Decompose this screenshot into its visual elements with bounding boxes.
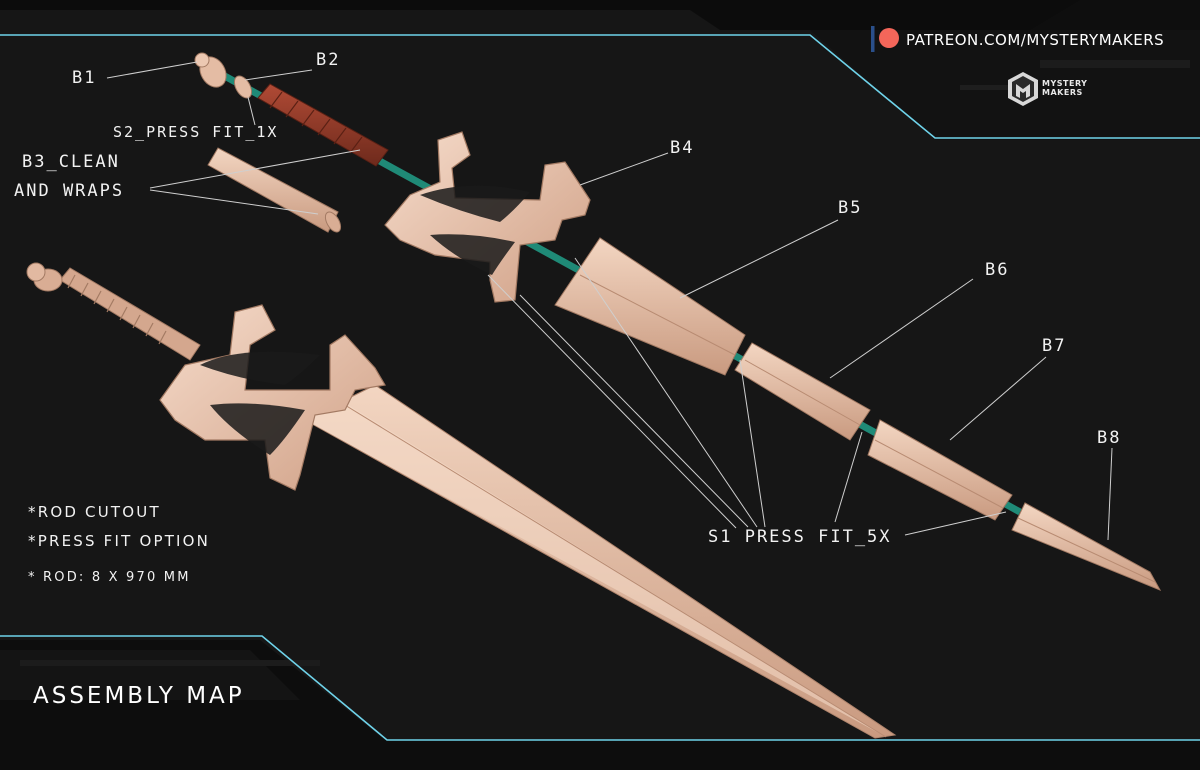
label-b2: B2 <box>316 52 340 69</box>
label-b7: B7 <box>1042 338 1066 355</box>
note-rod-cutout: *ROD CUTOUT <box>28 505 161 520</box>
note-rod-size: * ROD: 8 X 970 MM <box>28 571 191 584</box>
label-b8: B8 <box>1097 430 1121 447</box>
page-title: ASSEMBLY MAP <box>33 683 245 709</box>
label-b3-line2: AND WRAPS <box>14 183 124 200</box>
brand-name: MYSTERY MAKERS <box>1042 79 1087 97</box>
label-b4: B4 <box>670 140 694 157</box>
brand-line-2: MAKERS <box>1042 88 1087 97</box>
patreon-link[interactable]: PATREON.COM/MYSTERYMAKERS <box>906 31 1164 49</box>
label-s2: S2_PRESS FIT_1X <box>113 125 278 140</box>
label-b6: B6 <box>985 262 1009 279</box>
brand-line-1: MYSTERY <box>1042 79 1087 88</box>
note-press-fit: *PRESS FIT OPTION <box>28 534 210 549</box>
label-b1: B1 <box>72 70 96 87</box>
label-b3-line1: B3_CLEAN <box>22 154 120 171</box>
label-s1: S1 PRESS FIT_5X <box>708 529 892 546</box>
label-b5: B5 <box>838 200 862 217</box>
